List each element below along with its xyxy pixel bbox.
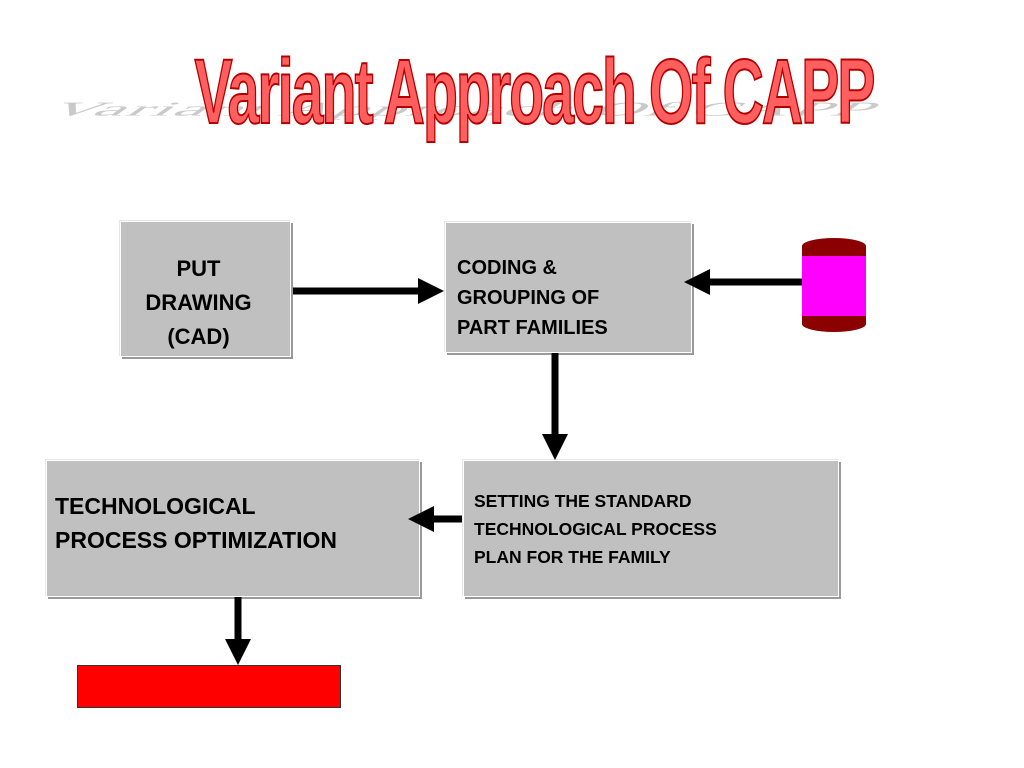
title-area: Variant Approach Of CAPP Variant Approac… — [0, 40, 1024, 170]
arrow-cad-to-coding — [293, 278, 444, 304]
process-optimization-box: TECHNOLOGICAL PROCESS OPTIMIZATION — [46, 460, 420, 597]
page-title: Variant Approach Of CAPP — [194, 40, 876, 144]
arrow-database-to-coding — [684, 269, 802, 295]
standard-process-plan-box: SETTING THE STANDARD TECHNOLOGICAL PROCE… — [463, 460, 839, 597]
output-box — [77, 665, 341, 708]
coding-grouping-box: CODING & GROUPING OF PART FAMILIES — [445, 222, 692, 353]
arrow-coding-to-setting — [542, 353, 568, 460]
arrow-tech-to-output — [225, 597, 251, 665]
put-drawing-cad-box: PUT DRAWING (CAD) — [120, 221, 291, 357]
database-icon — [802, 238, 866, 332]
arrow-setting-to-tech — [408, 506, 462, 532]
